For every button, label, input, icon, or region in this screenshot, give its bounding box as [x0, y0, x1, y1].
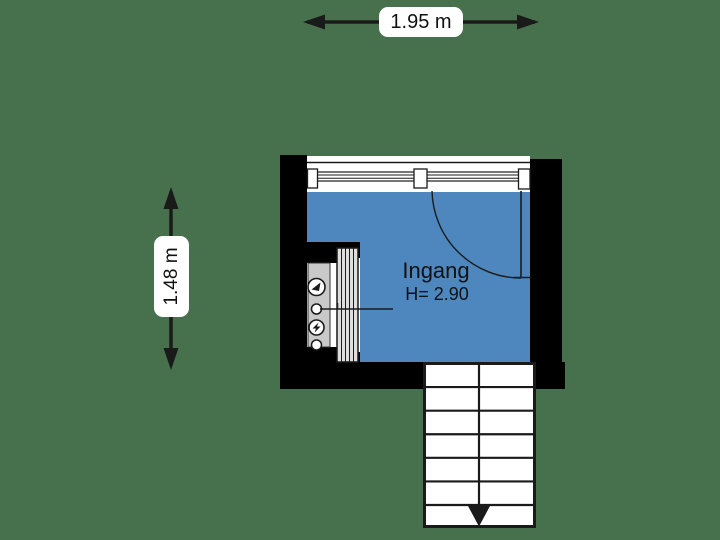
- room-name-label: Ingang: [402, 258, 470, 283]
- staircase: [423, 362, 536, 528]
- arrowhead-left-icon: [303, 14, 325, 30]
- cupboard-top-bar: [307, 258, 337, 263]
- arrowhead-up-icon: [163, 187, 179, 209]
- window-mullion-left: [306, 168, 319, 189]
- room-ceiling-height-label: H= 2.90: [405, 284, 469, 304]
- arrowhead-down-icon: [163, 348, 179, 370]
- height-dimension-label: 1.48 m: [154, 236, 189, 317]
- cupboard-door-lines: [341, 248, 354, 362]
- cupboard-bottom-bar: [307, 347, 337, 352]
- wall-stub-cupboard-bottom: [307, 352, 360, 363]
- window-mullion-right: [517, 168, 531, 190]
- entrance-door: [431, 190, 531, 279]
- arrowhead-right-icon: [517, 14, 539, 30]
- meter-connection-point: [310, 339, 323, 351]
- window-mullion-middle: [413, 168, 428, 189]
- wall-right: [530, 159, 562, 363]
- wall-left: [280, 155, 307, 389]
- lightning-bolt-icon: [312, 322, 321, 333]
- stairs-down-arrow-icon: [468, 506, 490, 527]
- door-swing-arc: [431, 190, 522, 279]
- width-dimension-label: 1.95 m: [379, 7, 463, 37]
- cupboard-door-pack: [336, 247, 359, 363]
- gas-meter-pointer-icon: [311, 282, 321, 291]
- wall-bottom: [280, 362, 425, 389]
- meter-cupboard: [307, 247, 393, 363]
- floor-area: [307, 192, 530, 362]
- window: [306, 161, 531, 190]
